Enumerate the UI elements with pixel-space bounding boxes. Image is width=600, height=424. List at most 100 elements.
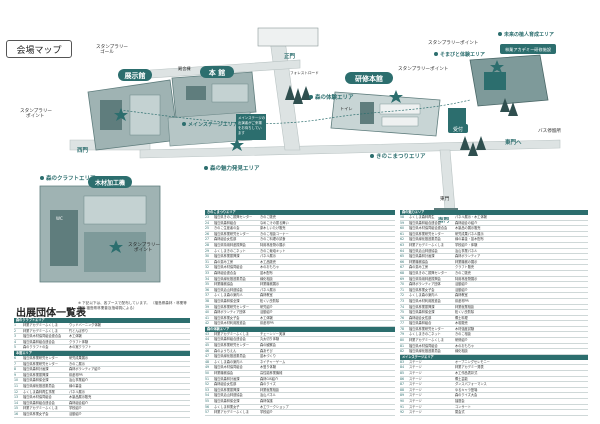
- table-cell-b: 森林保護: [260, 399, 273, 403]
- table-cell-b: 緑化相談: [260, 276, 273, 281]
- table-cell-b: 高性能林業機械: [260, 371, 283, 376]
- table-cell-n: 7: [14, 361, 17, 366]
- table-section-header: メインステージエリア: [400, 354, 588, 360]
- table-section-header: きのこまつりエリア: [205, 210, 395, 215]
- table-cell-a: 森の恵み工房: [214, 259, 234, 264]
- table-cell-a: 林業アカデミーふくしま: [23, 323, 58, 327]
- table-cell-n: 59: [400, 220, 405, 225]
- table-cell-b: 竹とんぼ作り: [69, 328, 89, 333]
- table-cell-n: 68: [400, 270, 405, 275]
- main-stage-area-label: メインステージエリア: [188, 122, 238, 128]
- table-cell-a: 福島県特用林産振興会: [409, 276, 441, 281]
- table-cell-n: 23: [205, 215, 210, 219]
- stamp-point-label-academy: スタンプラリーポイント: [428, 39, 478, 46]
- table-cell-n: 92: [400, 410, 405, 415]
- table-cell-a: ふくしま森林再生事業: [23, 389, 55, 394]
- table-cell-b: 林業機械の展示: [455, 259, 478, 264]
- table-cell-a: 林業機械協会: [214, 371, 234, 376]
- table-cell-n: 25: [205, 226, 210, 231]
- table-cell-a: 福島県木材利用推進会: [214, 321, 246, 326]
- table-cell-n: 60: [400, 226, 405, 231]
- table-cell-b: きのこ料理の試食: [260, 237, 286, 242]
- table-cell-b: 特用林産物展示: [455, 276, 478, 281]
- table-cell-b: きのこ相談: [455, 332, 471, 337]
- table-cell-a: 福島県森林計画課: [409, 254, 435, 259]
- table-cell-b: オープニングセレモニー: [455, 359, 490, 364]
- table-cell-n: 89: [400, 393, 405, 398]
- table-cell-n: 5: [14, 345, 17, 350]
- table-cell-b: 木工体験: [260, 315, 273, 320]
- table-cell-a: 林業アカデミーふくしま: [23, 406, 58, 411]
- table-cell-a: 森林組合女性部: [214, 382, 237, 387]
- table-cell-a: ステージ: [409, 410, 422, 415]
- table-cell-b: 原木しいたけ販売: [260, 226, 286, 231]
- table-cell-a: 福島県木材協同組合: [23, 395, 52, 400]
- table-cell-b: 学校紹介: [260, 410, 273, 415]
- table-cell-b: 木工作品表彰式: [455, 371, 478, 376]
- stamp-point-label-west: スタンプラリーポイント: [20, 107, 52, 119]
- table-cell-b: 松くい虫防除: [260, 298, 280, 303]
- table-cell-n: 6: [14, 355, 17, 360]
- table-cell-b: ゆるキャラ登場: [455, 387, 478, 392]
- table-cell-b: 抽選会: [455, 399, 465, 403]
- table-cell-n: 29: [205, 248, 210, 253]
- table-cell-a: 福島県森林組合連合会: [23, 339, 55, 344]
- table-cell-b: 県産材PR: [69, 372, 83, 377]
- table-cell-n: 16: [14, 411, 19, 416]
- table-cell-b: 県産材PR: [260, 321, 274, 326]
- table-cell-b: 緑化相談: [455, 349, 468, 354]
- main-gate-building: [257, 27, 319, 47]
- table-cell-a: ステージ: [409, 376, 422, 381]
- table-section-header: 森の魅力エリア: [400, 210, 588, 215]
- table-cell-b: 緑の募金・苗木配布: [455, 237, 484, 242]
- table-cell-n: 54: [205, 393, 210, 398]
- future-seedling-area-label: 未来の植人育成エリア: [503, 31, 554, 38]
- table-cell-n: 45: [205, 343, 210, 348]
- table-cell-a: ふくしまきのこネット: [214, 248, 246, 253]
- table-cell-a: 林業機械協会: [214, 282, 234, 287]
- academy-inner: [484, 72, 506, 90]
- table-cell-a: ステージ: [409, 365, 422, 370]
- table-cell-b: 木工体験: [69, 334, 82, 339]
- table-cell-n: 64: [400, 248, 405, 253]
- wc-label: WC: [56, 216, 63, 221]
- table-cell-a: 福島県森林組合連合会: [409, 220, 441, 225]
- table-cell-n: 65: [400, 254, 405, 259]
- table-cell-b: 木工品販売: [260, 259, 276, 264]
- table-cell-b: 森あそび: [260, 348, 273, 353]
- table-cell-a: 福島県木材利用推進会: [409, 298, 441, 303]
- exhibition-core: [100, 100, 122, 130]
- table-cell-n: 33: [205, 270, 210, 275]
- table-cell-n: 58: [400, 215, 405, 219]
- table-cell-a: 福島県林業研究センター: [409, 231, 445, 236]
- table-cell-b: 森林教室: [455, 293, 468, 298]
- east-gate-label: 東門へ: [505, 138, 522, 146]
- table-cell-a: ステージ: [409, 382, 422, 387]
- table-cell-b: 森林組合の紹介: [455, 220, 478, 225]
- table-cell-a: 福島県林業振興課: [23, 372, 49, 377]
- table-cell-n: 66: [400, 259, 405, 264]
- table-cell-b: 学校紹介: [69, 406, 82, 411]
- table-cell-a: 福島県きのこ振興センター: [409, 270, 448, 275]
- table-cell-b: 森林ボランティア紹介: [69, 367, 101, 372]
